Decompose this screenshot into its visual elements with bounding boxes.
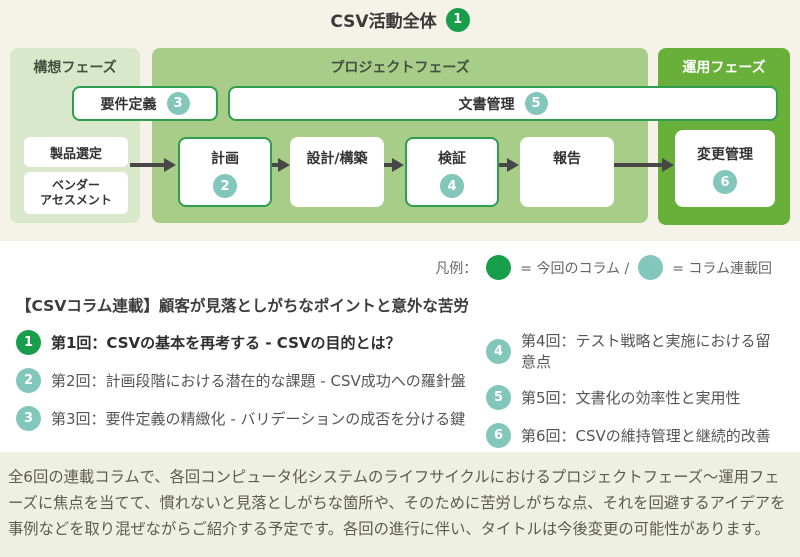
legend-label: 凡例： xyxy=(435,260,478,277)
plan-box: 計画 2 xyxy=(178,137,272,207)
plan-number-badge: 2 xyxy=(213,174,237,198)
legend-current-label: = 今回のコラム / xyxy=(520,260,630,277)
flow-arrow-icon xyxy=(499,158,519,172)
vendor-assessment-box: ベンダー アセスメント xyxy=(24,172,128,214)
series-item-4: 4 第4回：テスト戦略と実施における留意点 xyxy=(486,330,784,372)
series-item-4-text: 第4回：テスト戦略と実施における留意点 xyxy=(521,332,771,371)
flow-arrow-icon xyxy=(384,158,404,172)
series-section: 凡例： = 今回のコラム / = コラム連載回 【CSVコラム連載】顧客が見落と… xyxy=(0,241,800,448)
series-item-6-text: 第6回：CSVの維持管理と継続的改善 xyxy=(521,427,771,445)
series-item-1: 1 第1回：CSVの基本を再考する - CSVの目的とは？ xyxy=(16,330,486,355)
series-heading: 【CSVコラム連載】顧客が見落としがちなポイントと意外な苦労 xyxy=(16,297,469,315)
design-build-box: 設計/構築 xyxy=(290,137,384,207)
operation-phase-label: 運用フェーズ xyxy=(682,60,766,76)
title-number-badge: 1 xyxy=(445,7,470,32)
legend-current-circle-icon xyxy=(486,255,512,280)
requirements-definition-label: 要件定義 xyxy=(100,96,157,113)
requirements-number-badge: 3 xyxy=(166,92,190,115)
diagram-title-text: CSV活動全体 xyxy=(330,12,437,32)
change-management-label: 変更管理 xyxy=(697,147,753,163)
document-number-badge: 5 xyxy=(524,92,548,115)
legend-series-circle-icon xyxy=(638,255,664,280)
document-management-label: 文書管理 xyxy=(458,96,515,113)
vendor-assessment-label-line1: ベンダー xyxy=(51,178,100,192)
verification-box: 検証 4 xyxy=(405,137,499,207)
series-item-5-text: 第5回：文書化の効率性と実用性 xyxy=(521,389,741,407)
verification-label: 検証 xyxy=(438,151,466,167)
diagram-section: CSV活動全体 1 構想フェーズ プロジェクトフェーズ 運用フェーズ 要件定義 … xyxy=(0,0,800,241)
report-label: 報告 xyxy=(553,151,581,167)
series-column-right: 4 第4回：テスト戦略と実施における留意点 5 第5回：文書化の効率性と実用性 … xyxy=(486,330,784,448)
series-item-6-badge: 6 xyxy=(486,423,511,448)
concept-phase-label: 構想フェーズ xyxy=(33,60,117,76)
legend-series-label: = コラム連載回 xyxy=(672,260,772,277)
series-item-4-badge: 4 xyxy=(486,338,511,364)
legend: 凡例： = 今回のコラム / = コラム連載回 xyxy=(0,241,800,280)
series-item-3: 3 第3回：要件定義の精緻化 - バリデーションの成否を分ける鍵 xyxy=(16,406,486,431)
flow-arrow-icon xyxy=(130,158,176,172)
document-management-box: 文書管理 5 xyxy=(228,86,778,121)
series-item-2-text: 第2回：計画段階における潜在的な課題 - CSV成功への羅針盤 xyxy=(51,372,466,390)
diagram-title: CSV活動全体 1 xyxy=(0,7,800,32)
product-selection-box: 製品選定 xyxy=(24,137,128,167)
series-column-left: 1 第1回：CSVの基本を再考する - CSVの目的とは？ 2 第2回：計画段階… xyxy=(16,330,486,448)
product-selection-label: 製品選定 xyxy=(49,146,102,162)
vendor-assessment-label-line2: アセスメント xyxy=(40,193,112,207)
flow-arrow-icon xyxy=(614,158,674,172)
requirements-definition-box: 要件定義 3 xyxy=(72,86,218,121)
series-list: 【CSVコラム連載】顧客が見落としがちなポイントと意外な苦労 1 第1回：CSV… xyxy=(0,280,800,448)
footer-note: 全6回の連載コラムで、各回コンピュータ化システムのライフサイクルにおけるプロジェ… xyxy=(0,452,800,557)
flow-arrow-icon xyxy=(272,158,290,172)
project-phase-label: プロジェクトフェーズ xyxy=(330,60,470,76)
series-item-5: 5 第5回：文書化の効率性と実用性 xyxy=(486,385,784,410)
series-item-1-text: 第1回：CSVの基本を再考する - CSVの目的とは？ xyxy=(51,334,401,352)
series-item-2: 2 第2回：計画段階における潜在的な課題 - CSV成功への羅針盤 xyxy=(16,368,486,393)
change-management-number-badge: 6 xyxy=(713,170,737,194)
series-item-1-badge: 1 xyxy=(16,330,41,355)
series-item-6: 6 第6回：CSVの維持管理と継続的改善 xyxy=(486,423,784,448)
plan-label: 計画 xyxy=(211,151,239,167)
series-item-2-badge: 2 xyxy=(16,368,41,393)
series-item-3-badge: 3 xyxy=(16,406,41,431)
series-item-3-text: 第3回：要件定義の精緻化 - バリデーションの成否を分ける鍵 xyxy=(51,410,466,428)
series-item-5-badge: 5 xyxy=(486,385,511,410)
change-management-box: 変更管理 6 xyxy=(675,130,775,207)
report-box: 報告 xyxy=(520,137,614,207)
verification-number-badge: 4 xyxy=(440,174,464,198)
design-build-label: 設計/構築 xyxy=(306,151,368,167)
